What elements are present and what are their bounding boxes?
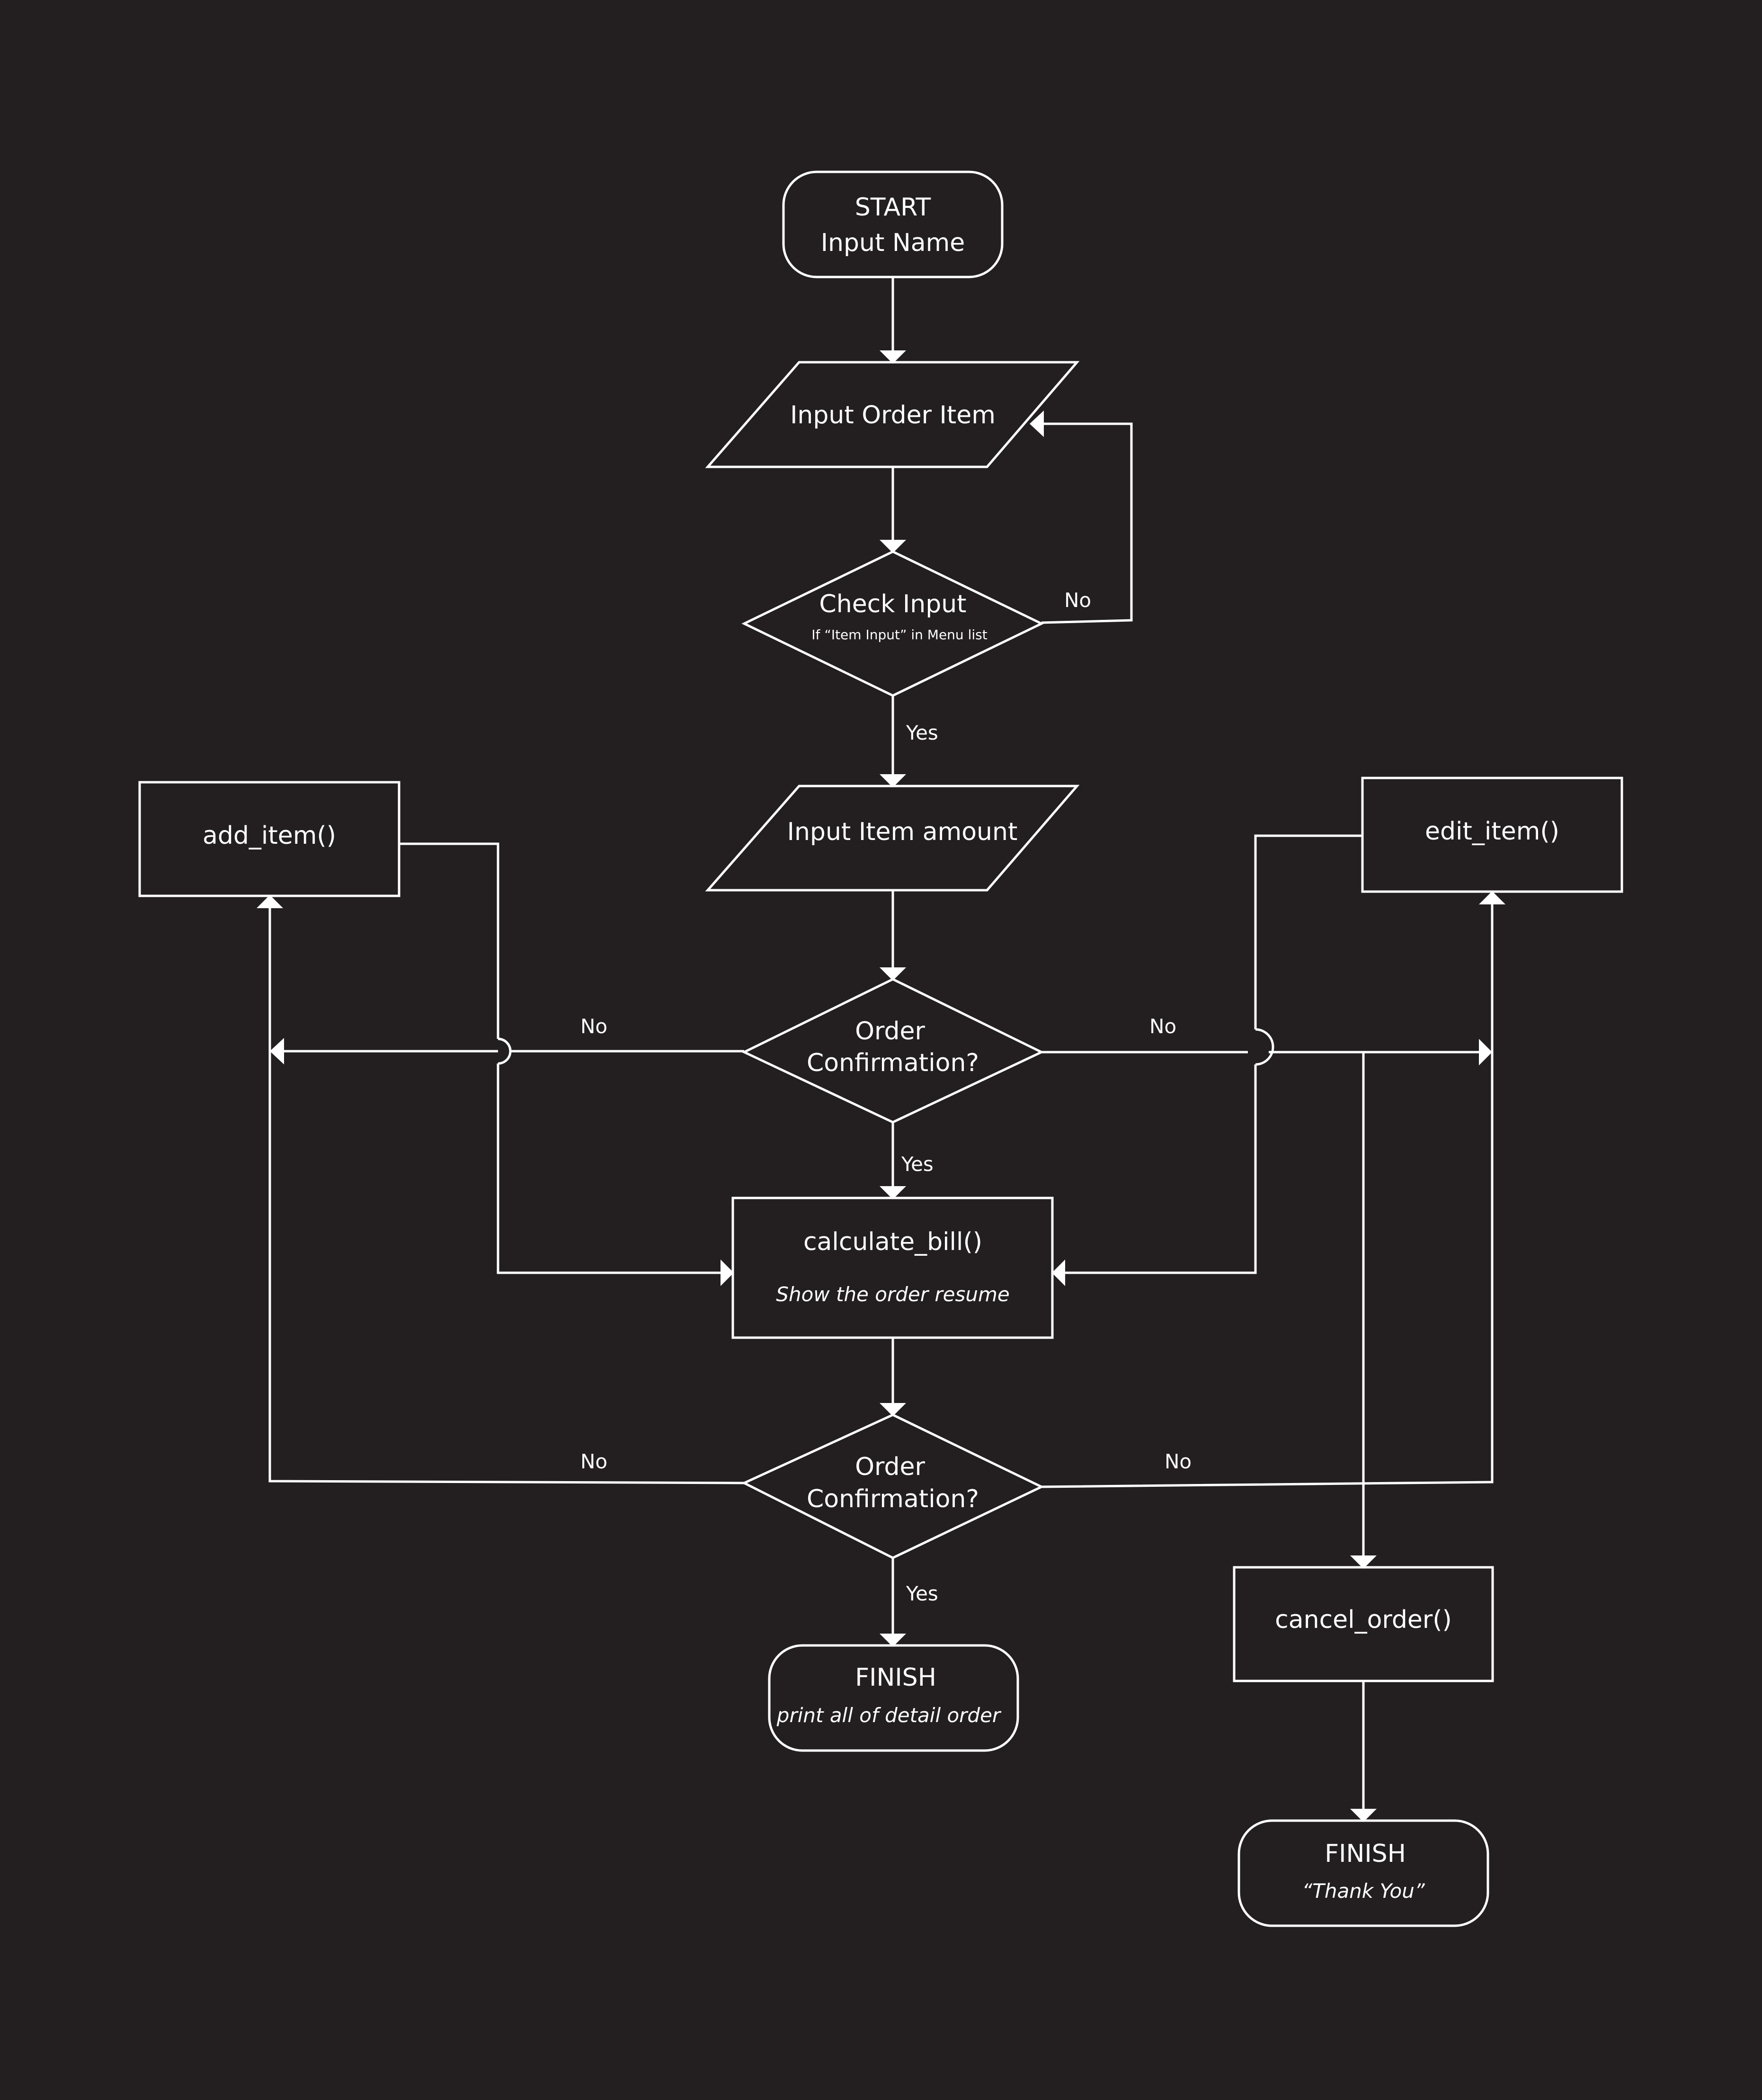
order-confirmation-2-line1: Order [855, 1453, 925, 1481]
order-confirmation-2-node: Order Confirmation? [741, 1413, 1044, 1559]
edge-to-cancel-order [1350, 1052, 1377, 1569]
start-node: START Input Name [782, 170, 1004, 278]
add-item-label: add_item() [203, 822, 336, 850]
label-conf2-yes: Yes [906, 1582, 938, 1605]
label-conf1-no-left: No [580, 1015, 607, 1038]
edge-add-item-to-calc [399, 842, 734, 1286]
input-item-amount-label: Input Item amount [787, 818, 1018, 846]
edge-conf2-no-right [1041, 891, 1505, 1488]
check-input-sublabel: If “Item Input” in Menu list [811, 627, 987, 643]
edge-check-yes [880, 696, 906, 787]
edge-conf1-no-right [1041, 1039, 1492, 1065]
label-check-no: No [1064, 589, 1091, 612]
edge-check-no-loop [1030, 411, 1133, 624]
edge-calc-to-conf2 [880, 1338, 906, 1416]
finish-print-subtitle: print all of detail order [776, 1704, 1002, 1727]
order-confirmation-1-line1: Order [855, 1017, 925, 1046]
check-input-node: Check Input If “Item Input” in Menu list [741, 550, 1044, 697]
finish-thanks-title: FINISH [1325, 1840, 1406, 1868]
label-check-yes: Yes [906, 721, 938, 744]
edge-edit-item-to-calc [1052, 834, 1362, 1286]
label-conf2-no-left: No [580, 1450, 607, 1473]
start-title: START [855, 193, 931, 222]
start-subtitle: Input Name [821, 229, 965, 257]
edge-cancel-to-finish [1350, 1681, 1377, 1822]
calculate-bill-node: calculate_bill() Show the order resume [731, 1197, 1054, 1339]
finish-print-node: FINISH print all of detail order [768, 1644, 1019, 1752]
edit-item-node: edit_item() [1361, 777, 1623, 893]
edge-amount-to-conf1 [880, 890, 906, 981]
finish-thanks-node: FINISH “Thank You” [1237, 1819, 1489, 1927]
edge-conf1-yes [880, 1122, 906, 1199]
input-item-amount-node: Input Item amount [705, 785, 1080, 892]
input-order-item-node: Input Order Item [705, 361, 1080, 468]
cancel-order-node: cancel_order() [1233, 1566, 1494, 1682]
order-confirmation-1-node: Order Confirmation? [741, 978, 1044, 1124]
add-item-node: add_item() [138, 781, 400, 897]
order-confirmation-1-line2: Confirmation? [807, 1049, 979, 1077]
calculate-bill-sublabel: Show the order resume [776, 1283, 1009, 1306]
label-conf2-no-right: No [1165, 1450, 1192, 1473]
order-confirmation-2-line2: Confirmation? [807, 1485, 979, 1513]
cancel-order-label: cancel_order() [1275, 1606, 1452, 1634]
finish-print-title: FINISH [855, 1663, 936, 1692]
edge-conf2-no-left [257, 895, 745, 1484]
edge-input-order-to-check [880, 467, 906, 553]
edit-item-label: edit_item() [1425, 817, 1559, 846]
label-conf1-no-right: No [1149, 1015, 1176, 1038]
label-conf1-yes: Yes [901, 1153, 934, 1176]
finish-thanks-subtitle: “Thank You” [1302, 1879, 1425, 1903]
edge-conf2-yes [880, 1558, 906, 1647]
input-order-item-label: Input Order Item [790, 401, 996, 429]
calculate-bill-label: calculate_bill() [803, 1228, 982, 1256]
edge-start-to-input-order [880, 277, 906, 364]
check-input-label: Check Input [819, 590, 966, 618]
